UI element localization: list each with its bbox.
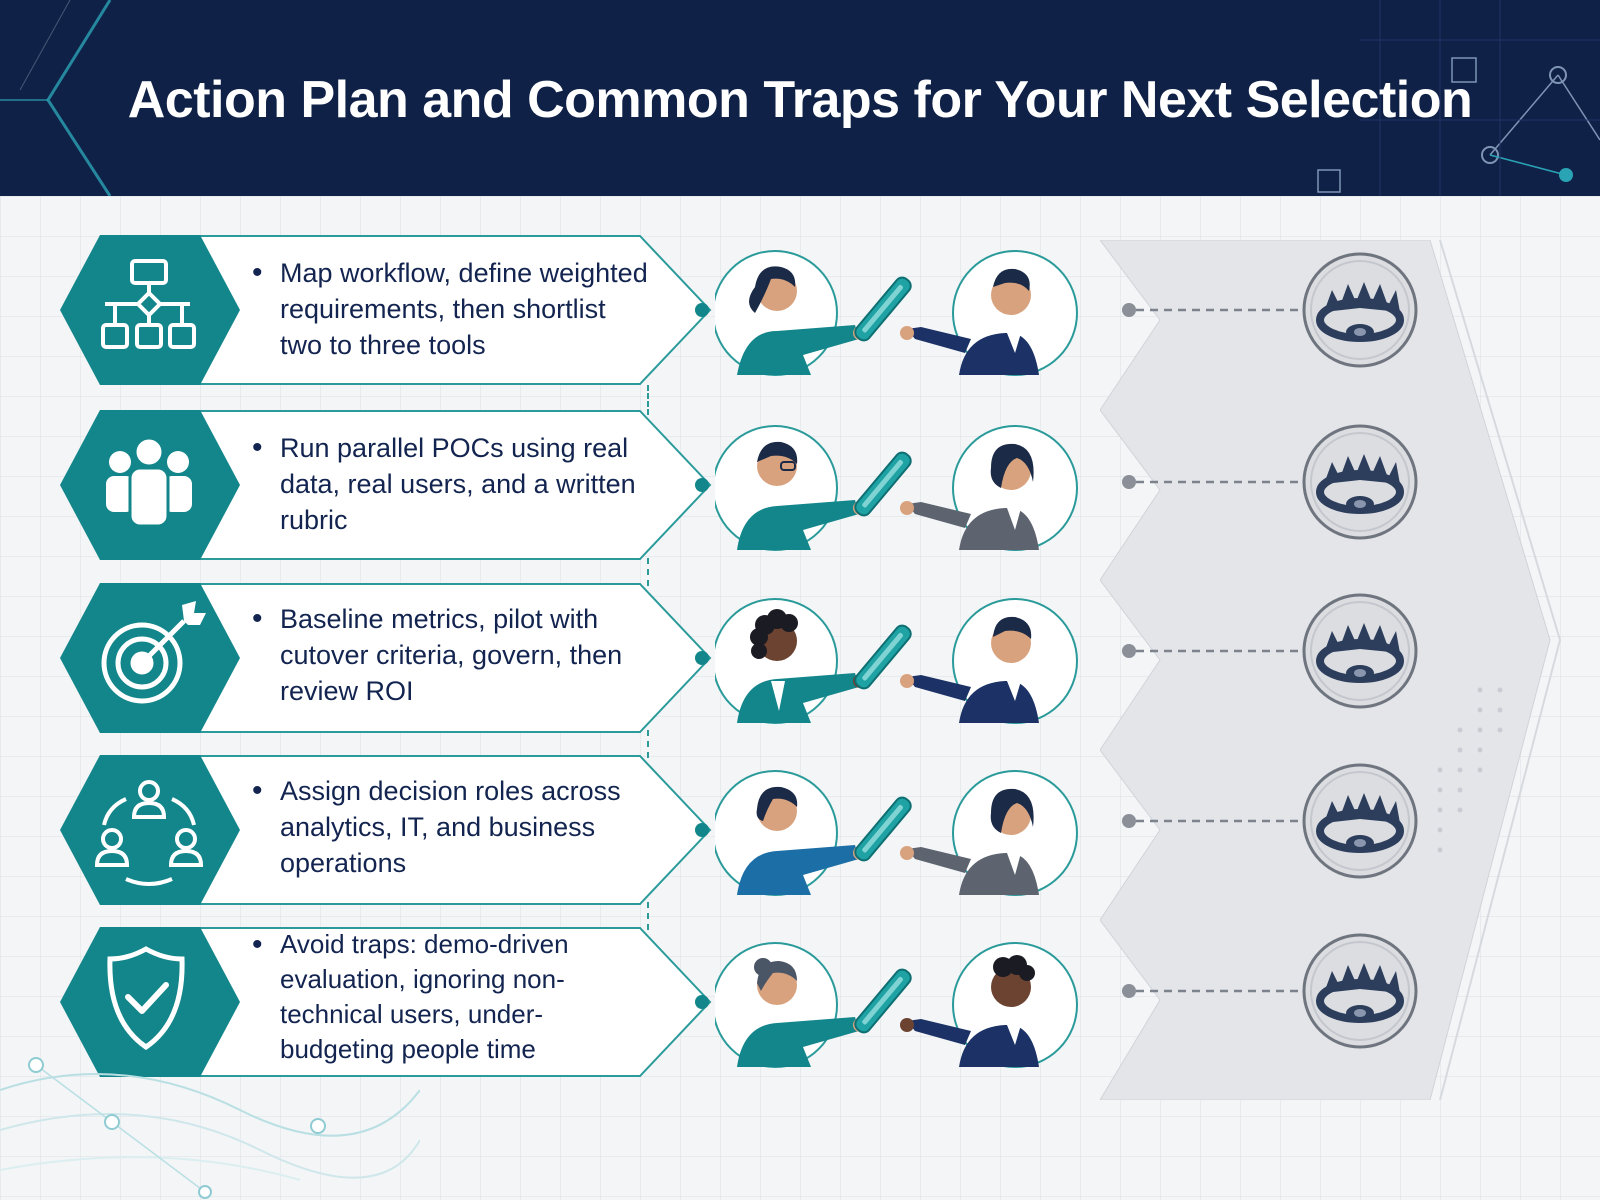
row-connector: [647, 558, 651, 586]
row-connector: [647, 902, 651, 930]
bear-trap-icon: [1302, 763, 1418, 879]
step-row-3: • Baseline metrics, pilot with cutover c…: [0, 583, 1600, 733]
step-row-5: • Avoid traps: demo-driven evaluation, i…: [0, 927, 1600, 1077]
step-text: • Run parallel POCs using real data, rea…: [252, 431, 636, 535]
page-title: Action Plan and Common Traps for Your Ne…: [127, 71, 1473, 129]
step-text: • Map workflow, define weighted requirem…: [252, 256, 648, 360]
row-connector: [647, 385, 651, 415]
handoff-illustration: [715, 942, 1078, 1068]
footer-network-decoration: [0, 1057, 420, 1199]
handoff-illustration: [715, 770, 1078, 896]
bear-trap-icon: [1302, 593, 1418, 709]
roles-cycle-icon: [60, 755, 240, 905]
step-text: • Baseline metrics, pilot with cutover c…: [252, 602, 623, 706]
step-banner: [190, 235, 712, 385]
step-row-4: • Assign decision roles across analytics…: [0, 755, 1600, 905]
trap-connector: [1122, 475, 1298, 489]
trap-connector: [1122, 303, 1298, 317]
team-icon: [60, 410, 240, 560]
shield-check-icon: [60, 927, 240, 1077]
handoff-illustration: [715, 250, 1078, 376]
step-text: • Assign decision roles across analytics…: [252, 774, 621, 878]
step-text: • Avoid traps: demo-driven evaluation, i…: [252, 928, 569, 1064]
trap-connector: [1122, 814, 1298, 828]
step-banner: [190, 410, 712, 560]
handoff-illustration: [715, 598, 1078, 724]
target-icon: [60, 583, 240, 733]
trap-connector: [1122, 644, 1298, 658]
bear-trap-icon: [1302, 424, 1418, 540]
step-row-1: • Map workflow, define weighted requirem…: [0, 235, 1600, 385]
step-banner: [190, 927, 712, 1077]
trap-connector: [1122, 984, 1298, 998]
step-banner: [190, 583, 712, 733]
bear-trap-icon: [1302, 933, 1418, 1049]
step-row-2: • Run parallel POCs using real data, rea…: [0, 410, 1600, 560]
header-banner: Action Plan and Common Traps for Your Ne…: [0, 0, 1600, 196]
step-banner: [190, 755, 712, 905]
bear-trap-icon: [1302, 252, 1418, 368]
flowchart-icon: [60, 235, 240, 385]
header-network-decoration: [0, 0, 1600, 196]
row-connector: [647, 730, 651, 758]
handoff-illustration: [715, 425, 1078, 551]
